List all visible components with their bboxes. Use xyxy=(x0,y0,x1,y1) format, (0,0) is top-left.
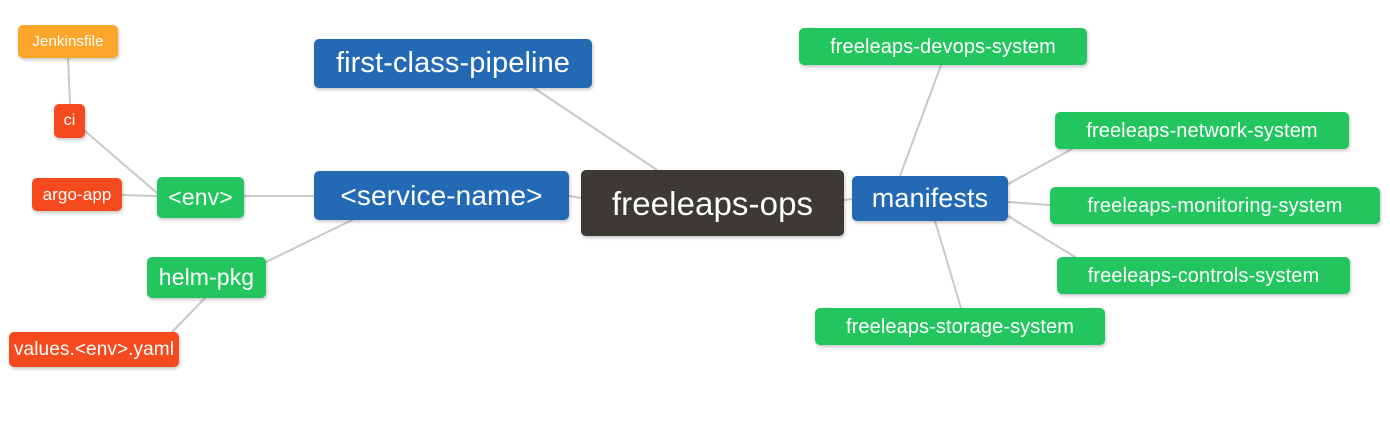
edge-values-yaml-to-helm-pkg xyxy=(171,297,206,333)
edge-manifests-to-freeleaps-network-system xyxy=(1007,148,1073,185)
mindmap-node-freeleaps-monitoring-system[interactable]: freeleaps-monitoring-system xyxy=(1050,187,1380,224)
mindmap-node-jenkinsfile[interactable]: Jenkinsfile xyxy=(18,25,118,58)
edge-helm-pkg-to-service-name xyxy=(265,219,353,263)
mindmap-node-freeleaps-controls-system[interactable]: freeleaps-controls-system xyxy=(1057,257,1350,294)
edge-jenkinsfile-to-ci xyxy=(67,57,71,105)
mindmap-node-argo-app[interactable]: argo-app xyxy=(32,178,122,211)
mindmap-node-service-name[interactable]: <service-name> xyxy=(314,171,569,220)
mindmap-node-first-class-pipeline[interactable]: first-class-pipeline xyxy=(314,39,592,88)
mindmap-node-env[interactable]: <env> xyxy=(157,177,244,218)
edge-freeleaps-ops-to-manifests xyxy=(843,198,853,201)
edge-first-class-pipeline-to-freeleaps-ops xyxy=(533,87,658,171)
mindmap-node-freeleaps-ops[interactable]: freeleaps-ops xyxy=(581,170,844,236)
mindmap-node-freeleaps-storage-system[interactable]: freeleaps-storage-system xyxy=(815,308,1105,345)
edge-argo-app-to-env xyxy=(121,194,158,197)
edge-manifests-to-freeleaps-devops-system xyxy=(899,64,942,177)
mindmap-node-values-yaml[interactable]: values.<env>.yaml xyxy=(9,332,179,367)
edge-service-name-to-freeleaps-ops xyxy=(568,195,582,199)
mindmap-node-freeleaps-network-system[interactable]: freeleaps-network-system xyxy=(1055,112,1349,149)
edge-manifests-to-freeleaps-storage-system xyxy=(934,220,962,309)
mindmap-node-freeleaps-devops-system[interactable]: freeleaps-devops-system xyxy=(799,28,1087,65)
mindmap-node-manifests[interactable]: manifests xyxy=(852,176,1008,221)
mindmap-node-ci[interactable]: ci xyxy=(54,104,85,138)
mindmap-node-helm-pkg[interactable]: helm-pkg xyxy=(147,257,266,298)
edge-manifests-to-freeleaps-monitoring-system xyxy=(1007,201,1051,206)
